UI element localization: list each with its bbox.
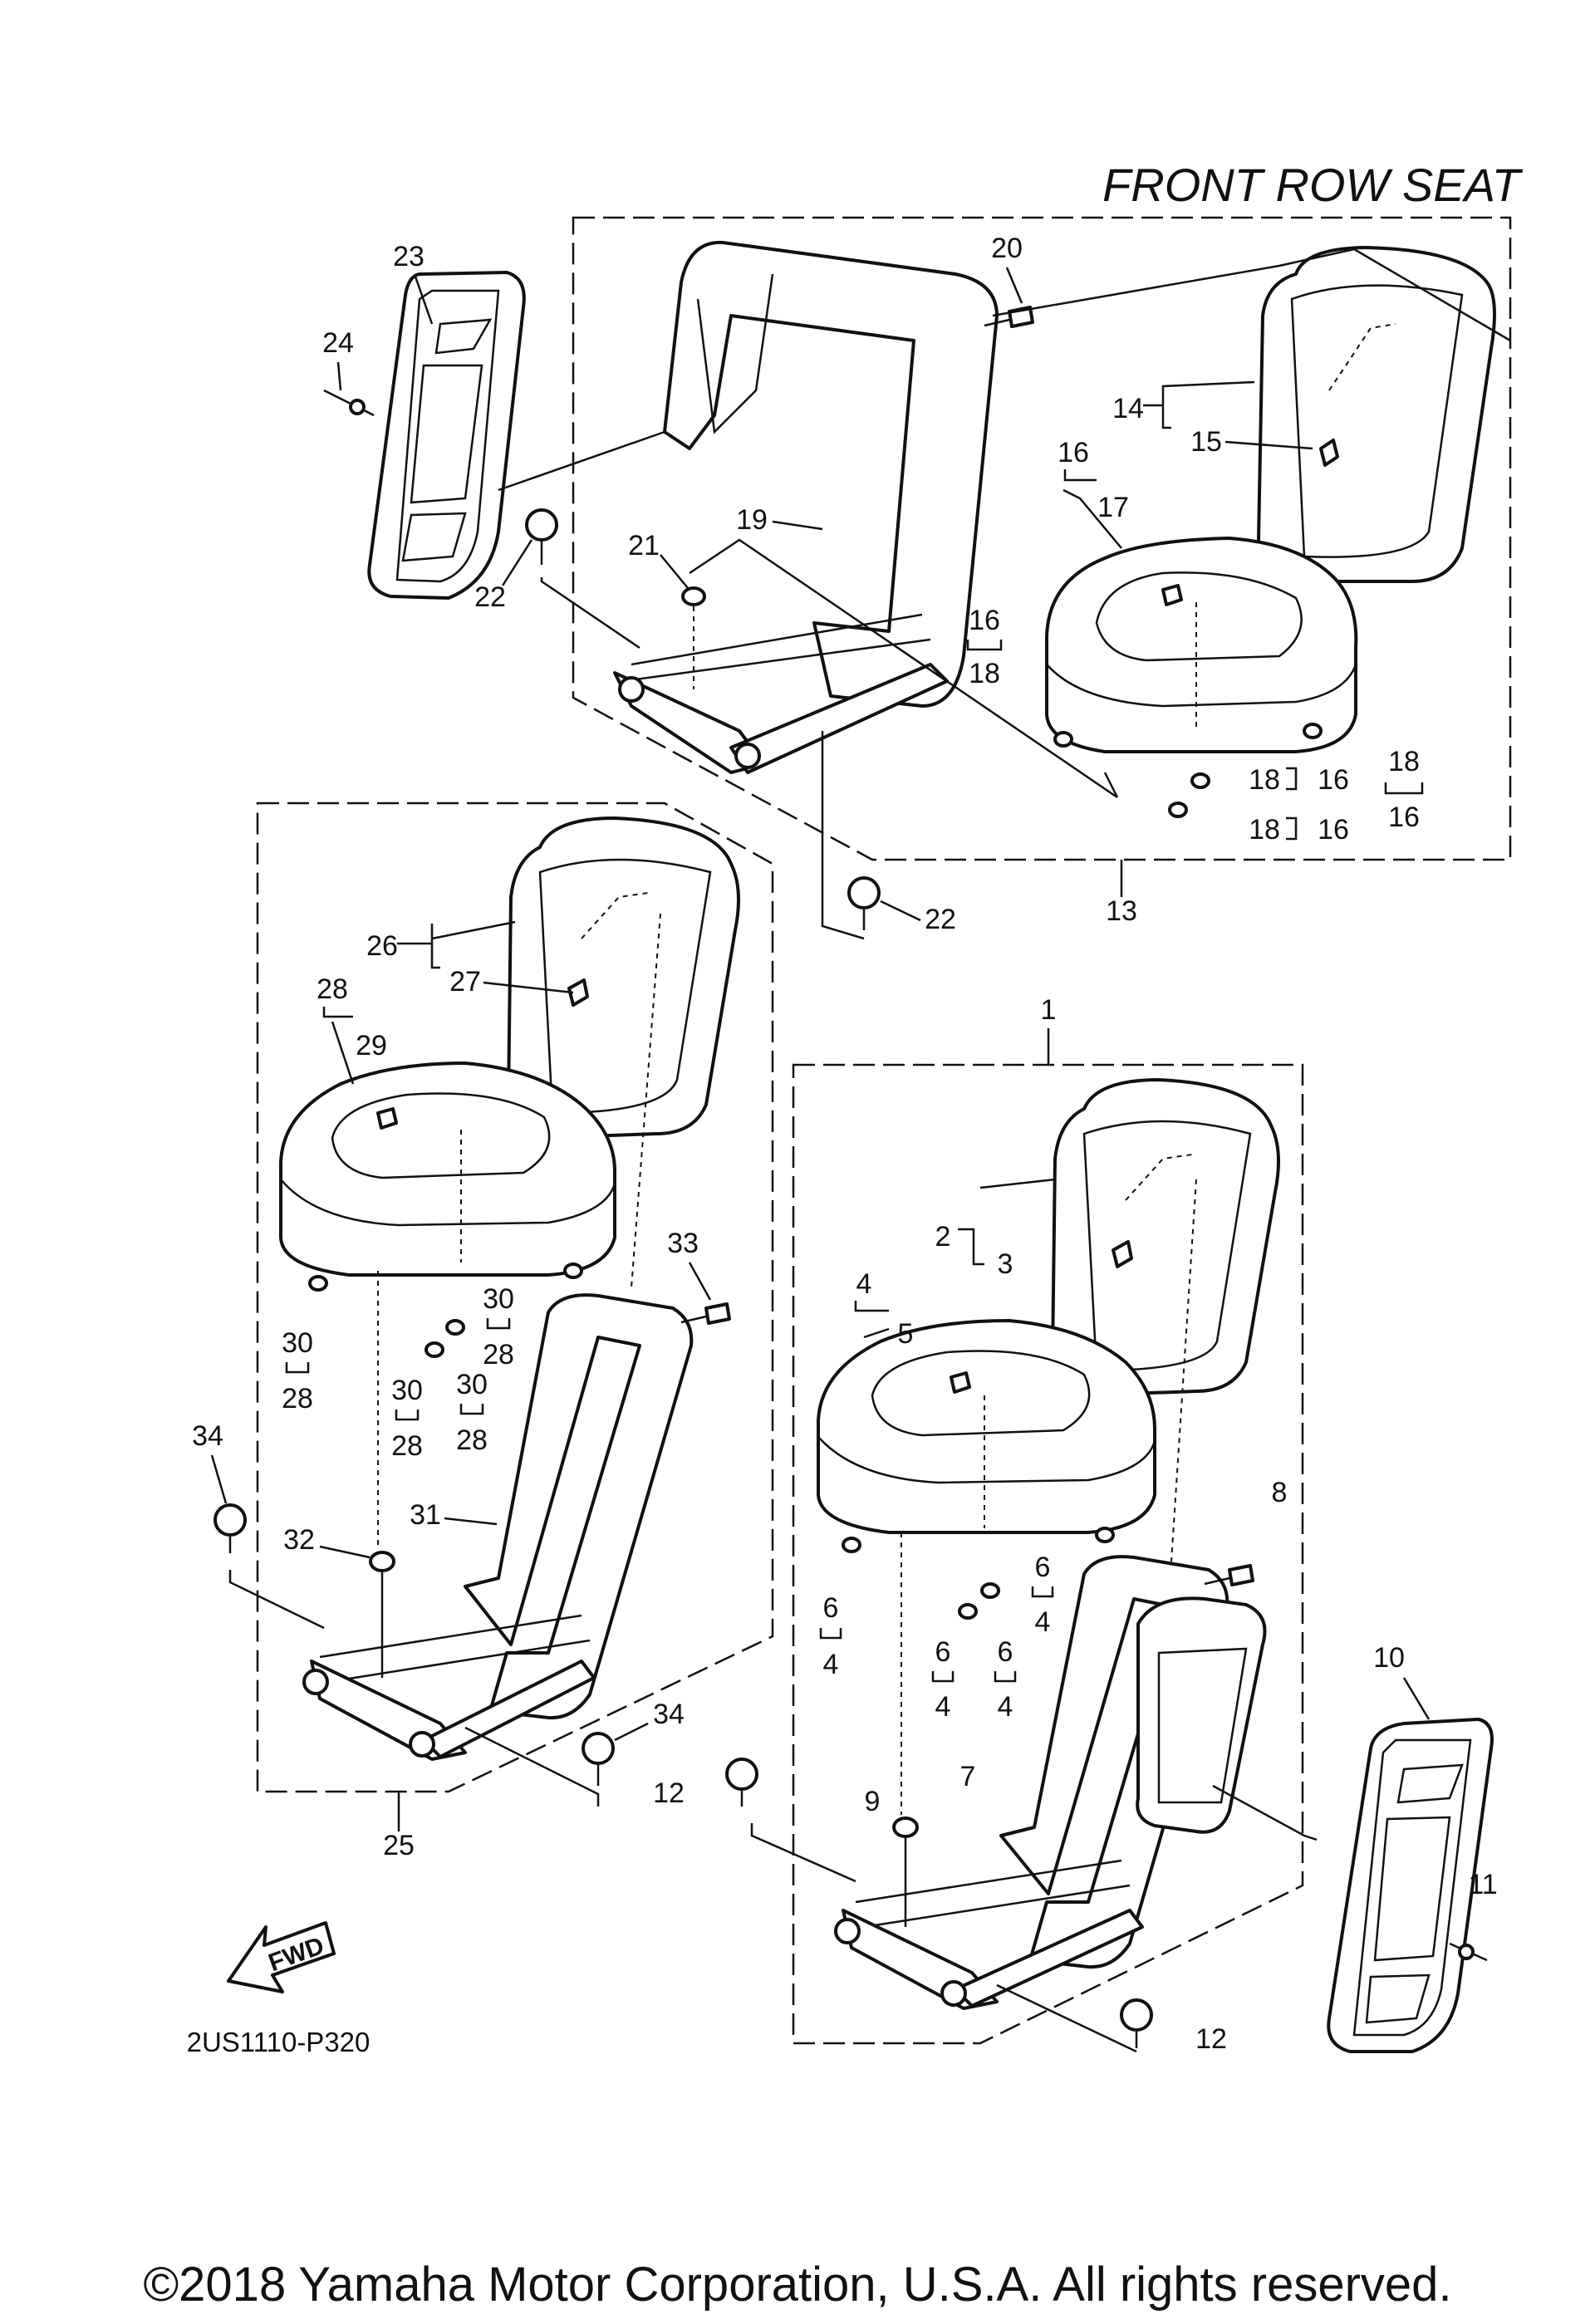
seat-cushion-4	[817, 1319, 1156, 1534]
callout-20: 20	[991, 233, 1023, 264]
callout-10: 10	[1373, 1642, 1405, 1674]
callout-12b: 12	[1195, 2023, 1227, 2055]
callout-30b: 30	[391, 1375, 423, 1406]
callout-16d: 16	[1318, 814, 1349, 846]
callout-24: 24	[322, 327, 354, 359]
bolt-12-right	[1120, 1998, 1153, 2032]
seat-back-14	[1257, 246, 1496, 583]
drawing-code: 2US1110-P320	[187, 2027, 371, 2057]
callout-19: 19	[736, 504, 768, 536]
assembly-1-group	[725, 1063, 1494, 2053]
callout-16a: 16	[1058, 437, 1089, 468]
callout-29: 29	[356, 1030, 387, 1061]
side-panel-10	[1327, 1718, 1494, 2053]
seat-cushion-28	[279, 1061, 616, 1277]
callout-25: 25	[383, 1830, 415, 1861]
grommet-32	[369, 1551, 395, 1572]
callout-14: 14	[1112, 393, 1144, 424]
callout-22b: 22	[925, 904, 956, 935]
callout-18b: 18	[1249, 764, 1280, 796]
callout-3: 3	[998, 1248, 1013, 1280]
callout-16b: 16	[969, 605, 1000, 636]
seat-cushion-16	[1045, 537, 1358, 753]
callout-17: 17	[1097, 492, 1129, 523]
callout-15: 15	[1190, 426, 1222, 458]
bolt-22-upper	[525, 508, 558, 542]
callout-6a: 6	[823, 1592, 839, 1624]
callout-13: 13	[1106, 895, 1137, 927]
callout-16e: 16	[1388, 802, 1420, 833]
assembly-25-group	[213, 802, 774, 1807]
screw-8	[1228, 1564, 1254, 1586]
callout-28c: 28	[391, 1430, 423, 1462]
callout-16c: 16	[1318, 764, 1349, 796]
callout-9: 9	[865, 1786, 881, 1817]
callout-33: 33	[667, 1228, 699, 1259]
callout-23: 23	[393, 241, 425, 272]
callout-30d: 30	[483, 1283, 514, 1315]
grommet-9	[892, 1817, 919, 1838]
callout-1: 1	[1041, 994, 1057, 1026]
callout-4c: 4	[998, 1691, 1013, 1723]
callout-7: 7	[960, 1761, 976, 1792]
bolt-24	[323, 389, 375, 417]
callout-30c: 30	[456, 1369, 488, 1400]
grommet-21	[681, 586, 706, 606]
callout-4a: 4	[823, 1649, 839, 1680]
callout-18a: 18	[969, 658, 1000, 689]
callout-28b: 28	[282, 1383, 313, 1415]
bolt-12-left	[725, 1758, 758, 1791]
bolt-22-lower	[847, 876, 881, 909]
callout-6c: 6	[998, 1636, 1013, 1668]
callout-labels: 1 2 3 4 5 6 4 6 4 6 4 6 4 7 8 9 10 11 12…	[192, 233, 1498, 2055]
callout-32: 32	[283, 1524, 315, 1556]
callout-8: 8	[1272, 1477, 1288, 1508]
callout-28e: 28	[483, 1339, 514, 1370]
callout-12a: 12	[653, 1777, 685, 1809]
callout-2: 2	[935, 1221, 951, 1253]
callout-6b: 6	[935, 1636, 951, 1668]
fwd-arrow-icon	[227, 1921, 336, 1993]
copyright-notice: ©2018 Yamaha Motor Corporation, U.S.A. A…	[143, 2258, 1451, 2312]
callout-27: 27	[449, 966, 481, 998]
side-panel-23	[367, 271, 526, 600]
callout-30a: 30	[282, 1327, 313, 1359]
callout-5: 5	[898, 1318, 914, 1350]
callout-21: 21	[628, 530, 660, 561]
callout-4: 4	[856, 1268, 872, 1300]
seat-frame-19	[663, 240, 999, 708]
callout-18d: 18	[1388, 746, 1420, 777]
callout-34b: 34	[653, 1699, 685, 1730]
callout-6d: 6	[1035, 1552, 1051, 1583]
callout-22a: 22	[474, 581, 506, 613]
callout-18c: 18	[1249, 814, 1280, 846]
callout-28d: 28	[456, 1424, 488, 1456]
bolt-34-right	[582, 1732, 615, 1765]
callout-4d: 4	[1035, 1606, 1051, 1638]
assembly-13-group	[323, 216, 1512, 940]
callout-11: 11	[1468, 1869, 1497, 1900]
callout-4b: 4	[935, 1691, 951, 1723]
callout-31: 31	[410, 1499, 441, 1531]
screw-33	[704, 1302, 731, 1325]
callout-26: 26	[366, 930, 398, 962]
bolt-34-left	[213, 1503, 247, 1537]
callout-34a: 34	[192, 1420, 223, 1452]
diagram-title: FRONT ROW SEAT	[1102, 159, 1524, 211]
callout-28a: 28	[317, 973, 348, 1005]
